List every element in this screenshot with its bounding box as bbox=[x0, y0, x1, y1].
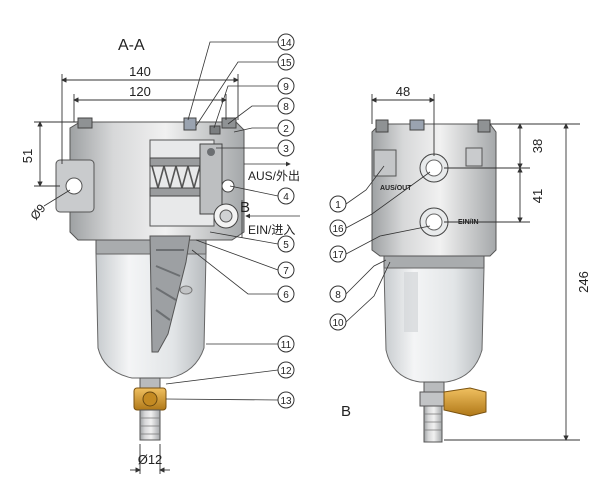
front-boss-top bbox=[465, 147, 483, 167]
front-flange bbox=[373, 149, 397, 177]
dim-dia-12: Ø12 bbox=[138, 452, 163, 467]
dim-140: 140 bbox=[129, 64, 151, 79]
front-view: AUS/OUT EIN/IN bbox=[371, 119, 497, 443]
callout-8: 8 bbox=[277, 97, 295, 115]
svg-text:17: 17 bbox=[332, 250, 344, 261]
callouts-right: 1 16 17 8 10 bbox=[329, 195, 347, 331]
dim-51: 51 bbox=[20, 149, 35, 163]
callout-7: 7 bbox=[277, 261, 295, 279]
in-body-text: EIN/IN bbox=[458, 219, 479, 226]
callout-r10: 10 bbox=[329, 313, 347, 331]
callout-4: 4 bbox=[277, 187, 295, 205]
dim-38: 38 bbox=[530, 139, 545, 153]
callouts-left: 14 15 9 8 2 3 4 5 7 6 11 12 13 bbox=[277, 33, 295, 409]
svg-text:6: 6 bbox=[283, 290, 289, 301]
valve-seal bbox=[207, 148, 215, 156]
labels: A-A B B 140 120 51 Ø9 Ø12 48 38 41 246 A… bbox=[20, 37, 591, 467]
view-title-aa: A-A bbox=[118, 37, 145, 54]
front-collar bbox=[383, 255, 485, 269]
callout-2: 2 bbox=[277, 119, 295, 137]
dim-41: 41 bbox=[530, 189, 545, 203]
bolt-left bbox=[77, 117, 93, 129]
mounting-hole bbox=[65, 177, 83, 195]
out-body-text: AUS/OUT bbox=[380, 185, 412, 192]
view-title-b: B bbox=[341, 403, 351, 420]
svg-text:16: 16 bbox=[332, 224, 344, 235]
callout-14: 14 bbox=[277, 33, 295, 51]
section-marker-b: B bbox=[240, 199, 250, 216]
inlet-label: EIN/进入 bbox=[248, 223, 295, 237]
callout-r8: 8 bbox=[329, 285, 347, 303]
outlet-label: AUS/外出 bbox=[248, 169, 300, 183]
front-drain-nozzle bbox=[423, 405, 443, 443]
svg-text:11: 11 bbox=[281, 340, 292, 351]
right-dimensions bbox=[371, 94, 580, 441]
nozzle-ribs bbox=[140, 417, 160, 435]
front-drain-neck bbox=[423, 381, 445, 393]
callout-r16: 16 bbox=[329, 219, 347, 237]
svg-text:13: 13 bbox=[280, 396, 292, 407]
svg-text:8: 8 bbox=[283, 102, 289, 113]
dim-48: 48 bbox=[396, 84, 410, 99]
vent-screw bbox=[183, 117, 197, 131]
valve-body bbox=[199, 143, 223, 215]
svg-text:4: 4 bbox=[283, 192, 289, 203]
drain-nozzle bbox=[139, 409, 161, 441]
svg-text:5: 5 bbox=[283, 240, 289, 251]
left-dimensions bbox=[34, 74, 300, 474]
inlet-bore-front bbox=[425, 213, 443, 231]
drain-knob bbox=[142, 391, 158, 407]
svg-text:15: 15 bbox=[280, 58, 292, 69]
svg-text:9: 9 bbox=[283, 82, 289, 93]
inlet-bore bbox=[219, 209, 233, 223]
callout-5: 5 bbox=[277, 235, 295, 253]
screw-9 bbox=[209, 125, 221, 135]
front-drain-body bbox=[419, 391, 445, 407]
callout-12: 12 bbox=[277, 361, 295, 379]
filter-element bbox=[149, 235, 191, 353]
front-drain-handle bbox=[443, 387, 487, 417]
right-leaders bbox=[345, 165, 431, 323]
callout-r17: 17 bbox=[329, 245, 347, 263]
callout-r1: 1 bbox=[329, 195, 347, 213]
bowl-reflection bbox=[179, 285, 193, 295]
svg-text:2: 2 bbox=[283, 124, 289, 135]
svg-text:12: 12 bbox=[280, 366, 292, 377]
svg-text:10: 10 bbox=[332, 318, 344, 329]
callout-3: 3 bbox=[277, 139, 295, 157]
dim-246: 246 bbox=[576, 271, 591, 293]
front-bolt-right bbox=[477, 119, 491, 133]
callout-13: 13 bbox=[277, 391, 295, 409]
front-nozzle-ribs bbox=[424, 413, 442, 431]
svg-text:7: 7 bbox=[283, 266, 289, 277]
outlet-port bbox=[221, 179, 235, 193]
svg-text:3: 3 bbox=[283, 144, 289, 155]
front-bowl bbox=[383, 267, 485, 383]
svg-text:1: 1 bbox=[335, 200, 341, 211]
drain-neck bbox=[139, 377, 161, 389]
dim-120: 120 bbox=[129, 84, 151, 99]
front-bowl-highlight bbox=[404, 272, 418, 332]
svg-text:8: 8 bbox=[335, 290, 341, 301]
callout-11: 11 bbox=[277, 335, 295, 353]
svg-text:14: 14 bbox=[280, 38, 292, 49]
element-vanes bbox=[155, 249, 184, 321]
callout-6: 6 bbox=[277, 285, 295, 303]
callout-15: 15 bbox=[277, 53, 295, 71]
callout-9: 9 bbox=[277, 77, 295, 95]
section-view bbox=[55, 117, 245, 441]
front-vent-screw bbox=[409, 119, 425, 131]
dim-dia-9: Ø9 bbox=[27, 201, 48, 223]
front-bolt-left bbox=[375, 119, 389, 133]
left-leaders bbox=[165, 41, 279, 401]
